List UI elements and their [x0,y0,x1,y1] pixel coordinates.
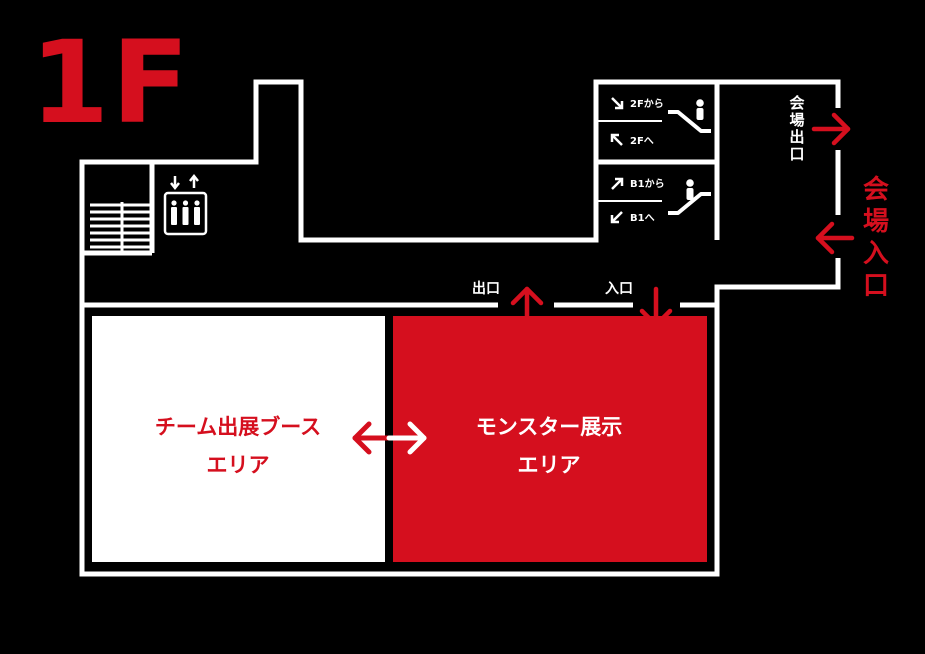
venue-entrance-label: 会 場 入 口 [863,175,889,301]
escalator-b1-to-label: B1へ [630,213,655,224]
team-booth-area: チーム出展ブース エリア [92,316,385,562]
hall-entrance-label: 入口 [605,281,633,297]
monster-exhibit-area: モンスター展示 エリア [393,316,707,562]
arrow-up-right-icon [611,177,624,190]
svg-text:口: 口 [789,145,804,163]
svg-text:入: 入 [863,239,889,269]
venue-exit-arrow-icon [811,112,851,146]
svg-text:場: 場 [789,111,804,129]
escalator-icon [668,179,711,215]
svg-text:会: 会 [789,94,804,112]
building-outline [79,79,841,577]
svg-text:出: 出 [789,128,804,146]
hall-exit-label: 出口 [472,280,500,297]
monster-exhibit-area-label-line1: モンスター展示 [476,415,623,439]
team-booth-area-label-line1: チーム出展ブース [155,415,321,439]
floor-label: 1F [30,16,191,149]
venue-entrance-arrow-icon [815,221,855,255]
arrow-up-left-icon [610,133,623,146]
arrow-down-right-icon [611,97,624,110]
venue-exit-label: 会 場 出 口 [789,94,804,163]
bidirectional-arrow-icon [352,421,427,455]
svg-text:場: 場 [863,207,889,237]
svg-text:口: 口 [863,271,889,301]
escalator-2f-to-label: 2Fへ [630,136,654,147]
stairs-icon [90,202,150,253]
escalator-b1: B1から B1へ [596,177,711,224]
escalator-2f: 2Fから 2Fへ [596,97,711,147]
svg-text:会: 会 [863,175,889,205]
team-booth-area-label-line2: エリア [207,453,270,477]
escalator-2f-from-label: 2Fから [630,98,664,110]
escalator-b1-from-label: B1から [630,178,665,190]
arrow-down-left-icon [610,211,623,224]
elevator-icon [163,173,208,236]
escalator-icon [668,99,711,133]
outer-wall-lower [79,258,841,577]
monster-exhibit-area-label-line2: エリア [518,453,581,477]
